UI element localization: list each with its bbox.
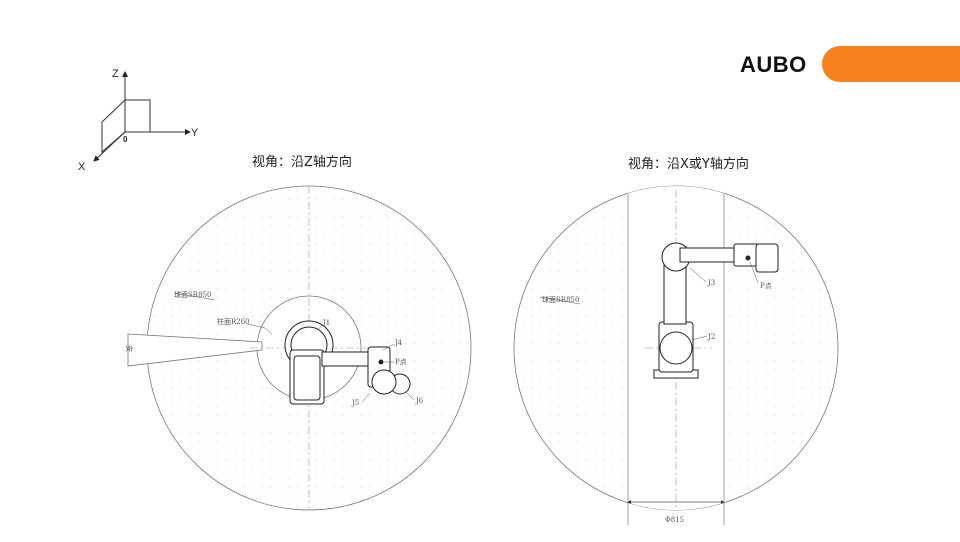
p-point-label-top: P点 — [395, 358, 407, 366]
joint-label-j5: J5 — [351, 399, 359, 407]
cable-wedge — [127, 333, 263, 367]
joint-label-j3: J3 — [707, 279, 715, 287]
joint-label-j1: J1 — [322, 319, 330, 327]
robot-top-view — [284, 320, 411, 405]
caption-xy-view: 视角：沿X或Y轴方向 — [628, 157, 749, 172]
axis-label-y: Y — [191, 127, 199, 139]
p-point-label-side: P点 — [760, 282, 772, 290]
joint-label-j6: J6 — [415, 397, 424, 405]
joint-label-j2: J2 — [707, 333, 715, 341]
aubo-logo: AUBO — [740, 52, 807, 77]
axis-origin-label: 0 — [123, 135, 128, 144]
axis-label-z: Z — [112, 68, 119, 80]
sphere-label-side: 球面SR850 — [542, 295, 579, 304]
side-view-diagram: Φ815 球面SR850 J3 J2 P点 — [513, 185, 839, 525]
axis-label-x: X — [78, 161, 86, 173]
axes-icon — [93, 71, 191, 162]
cylinder-label: 柱面R260 — [217, 317, 250, 326]
robot-side-view — [653, 242, 779, 379]
top-view-diagram: 球面SR850 柱面R260 J1 J4 J5 J6 P点 安 — [125, 185, 472, 511]
caption-z-view: 视角：沿Z轴方向 — [252, 155, 352, 170]
wedge-label: 安 — [125, 345, 134, 352]
sphere-label-top: 球面SR850 — [174, 290, 211, 299]
diameter-label: Φ815 — [665, 516, 684, 524]
joint-label-j4: J4 — [394, 339, 403, 347]
orange-accent-tab — [822, 46, 960, 82]
